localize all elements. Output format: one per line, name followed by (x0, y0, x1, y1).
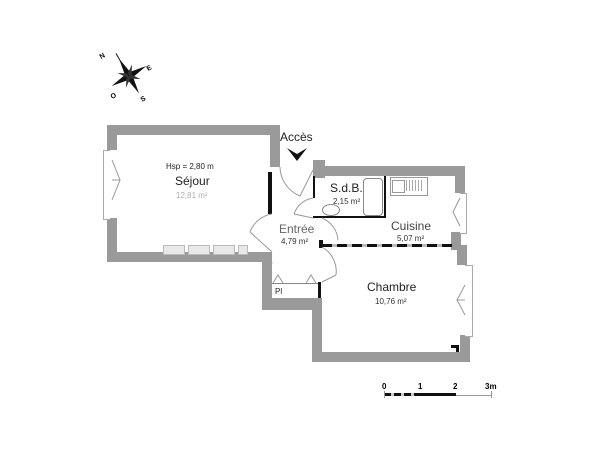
cuisine-top-wall (313, 166, 465, 176)
chambre-corner-mark-v (456, 345, 459, 352)
room-name-placard: Pl (275, 287, 283, 296)
room-name-chambre: Chambre (367, 280, 417, 294)
scale-tick-0: 0 (382, 382, 387, 391)
chambre-right-wall-lower (460, 335, 470, 362)
sejour-left-wall-lower (107, 218, 117, 262)
ceiling-height-label: Hsp = 2,80 m (166, 162, 214, 171)
chambre-window (465, 265, 473, 337)
sdb-bottom-partition (313, 216, 386, 218)
room-area-chambre: 10,76 m² (375, 297, 407, 306)
kitchen-counter (390, 177, 428, 196)
cuisine-chambre-partition (322, 244, 452, 247)
room-name-cuisine: Cuisine (391, 219, 432, 233)
room-area-cuisine: 5,07 m² (397, 234, 425, 243)
sejour-right-wall-upper (270, 125, 280, 167)
access-label: Accès (280, 130, 313, 144)
scale-end-tick-right (491, 391, 492, 398)
sejour-window-2 (188, 245, 210, 255)
kitchen-sink (392, 180, 405, 193)
sejour-bottom-wall (107, 252, 272, 262)
cuisine-window (460, 193, 467, 234)
compass-rose: N E O S (98, 50, 168, 110)
placard-door-jamb (318, 282, 321, 300)
scale-tick-1: 1 (418, 382, 423, 391)
scale-segment-0-1 (384, 393, 420, 396)
sdb-right-partition (384, 176, 386, 218)
room-area-entree: 4,79 m² (281, 237, 309, 246)
room-area-sdb: 2,15 m² (333, 197, 361, 206)
room-area-sejour: 12,81 m² (176, 191, 208, 200)
bathroom-sink (322, 204, 340, 216)
scale-tick-2: 2 (453, 382, 458, 391)
scale-bar: 0 1 2 3m (380, 382, 500, 402)
entree-bottom-wall (262, 298, 322, 310)
placard-frame (272, 283, 320, 299)
cuisine-right-wall-upper (455, 166, 465, 193)
room-name-entree: Entrée (279, 222, 315, 236)
kitchen-drainer (406, 180, 424, 191)
chambre-bottom-wall (312, 352, 470, 362)
chambre-right-wall-step (457, 245, 467, 265)
scale-end-tick-left (384, 391, 385, 398)
bathtub (363, 178, 383, 216)
cuisine-right-wall-lower (451, 232, 461, 250)
compass-rose-icon (111, 53, 147, 94)
sejour-window-3 (213, 245, 235, 255)
scale-tick-3: 3m (485, 382, 497, 391)
room-name-sdb: S.d.B. (330, 181, 363, 195)
sejour-window-4 (238, 245, 248, 255)
scale-segment-2-3 (456, 393, 492, 396)
sejour-window-1 (163, 245, 185, 255)
sejour-top-wall (107, 125, 280, 135)
scale-segment-1-2 (420, 393, 456, 396)
sejour-left-window (103, 150, 110, 220)
chambre-corner-mark (451, 345, 459, 348)
sejour-partition (268, 172, 272, 214)
sejour-left-wall-upper (107, 125, 117, 150)
chambre-door-jamb (319, 240, 323, 248)
room-name-sejour: Séjour (175, 174, 210, 188)
chambre-left-wall (312, 298, 322, 362)
arrow-down-icon (287, 148, 307, 161)
entree-left-wall (262, 262, 272, 310)
sdb-left-partition (313, 176, 315, 198)
